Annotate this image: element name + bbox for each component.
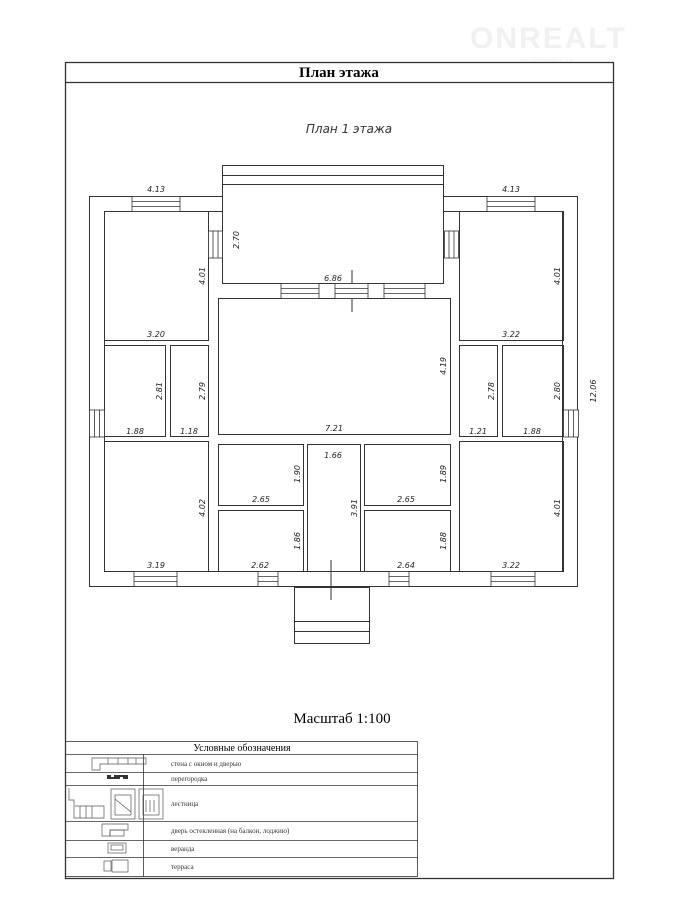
legend-label: терраса: [171, 863, 194, 871]
dim-label: 6.86: [324, 274, 342, 283]
dim-label: 1.88: [126, 427, 144, 436]
dim-label: 4.01: [198, 267, 207, 285]
dim-label: 2.79: [198, 382, 207, 400]
legend-label: веранда: [171, 845, 195, 853]
dim-label: 1.86: [293, 532, 302, 550]
watermark-brand: ONREALT: [470, 22, 627, 55]
dim-label: 4.02: [198, 499, 207, 517]
veranda-icon: [107, 842, 127, 854]
dim-label: 3.22: [502, 561, 520, 570]
plan-subtitle: План 1 этажа: [306, 122, 392, 136]
wall-window-door-icon: [91, 757, 147, 771]
dim-label: 2.64: [397, 561, 415, 570]
dim-label: 1.66: [324, 451, 342, 460]
dim-label: 4.13: [502, 185, 520, 194]
glazed-door-icon: [101, 823, 129, 837]
dim-label: 3.20: [147, 330, 165, 339]
sheet-frame: [64, 61, 615, 880]
dim-label: 2.62: [251, 561, 269, 570]
dim-label: 2.80: [553, 382, 562, 400]
stairs-icon: [68, 788, 164, 820]
dim-label: 2.65: [397, 495, 415, 504]
dim-label: 4.13: [147, 185, 165, 194]
dim-label: 2.70: [232, 231, 241, 249]
watermark-tagline: недвижимость: [520, 55, 574, 64]
partition-icon: [107, 775, 128, 779]
dim-label: 1.18: [180, 427, 198, 436]
dim-label: 3.19: [147, 561, 165, 570]
dim-label: 2.65: [252, 495, 270, 504]
dim-label: 2.81: [155, 382, 164, 400]
legend-label: дверь остекленная (на балкон, лоджию): [171, 827, 290, 835]
legend-label: лестница: [171, 800, 199, 808]
dim-label: 1.90: [293, 465, 302, 483]
dim-label: 1.88: [439, 532, 448, 550]
terrace-icon: [103, 859, 129, 873]
dim-label: 3.91: [350, 499, 359, 517]
dim-label: 1.89: [439, 465, 448, 483]
dim-label: 4.01: [553, 267, 562, 285]
legend-table: [65, 741, 418, 877]
dim-label: 12.06: [589, 380, 598, 403]
dim-label: 3.22: [502, 330, 520, 339]
dim-label: 4.01: [553, 499, 562, 517]
scale-label: Масштаб 1:100: [293, 711, 390, 727]
legend-label: стена с окном и дверью: [171, 760, 241, 768]
dimension-labels: 4.13 4.13 2.70 6.86 4.01 4.01 3.20 3.22 …: [126, 185, 598, 570]
dim-label: 1.21: [469, 427, 487, 436]
windows: [89, 196, 579, 587]
dim-label: 7.21: [325, 424, 343, 433]
legend-label: перегородка: [171, 775, 208, 783]
legend-title: Условные обозначения: [193, 743, 291, 754]
watermark-logo: ONREALT: [470, 22, 627, 56]
walls: [89, 165, 578, 644]
sheet-title: План этажа: [299, 65, 379, 81]
dim-label: 4.19: [439, 357, 448, 375]
dim-label: 1.88: [523, 427, 541, 436]
dim-label: 2.78: [487, 382, 496, 400]
